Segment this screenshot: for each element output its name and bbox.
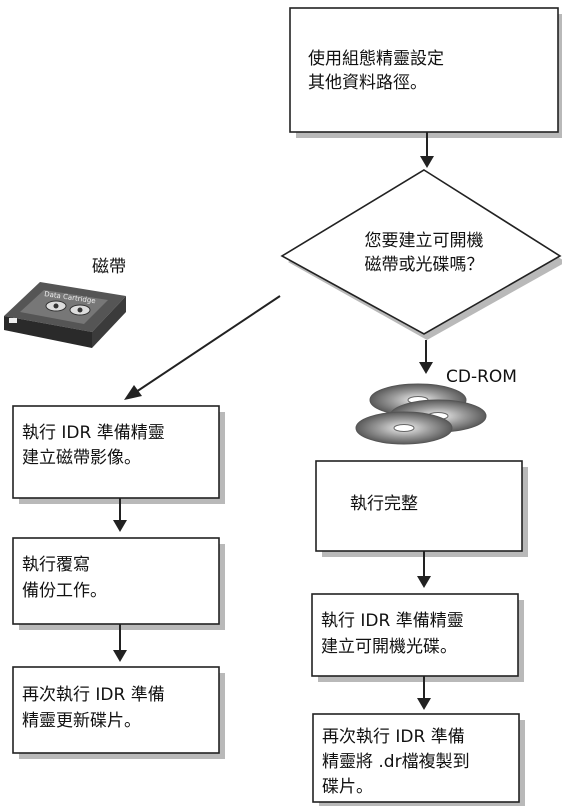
tape-step-2-line-2: 備份工作。 xyxy=(22,581,107,601)
tape-label: 磁帶 xyxy=(92,257,126,277)
cd-step-3-box: 再次執行 IDR 準備 精靈將 .dr檔複製到 碟片。 xyxy=(312,713,525,806)
tape-step-3-line-2: 精靈更新碟片。 xyxy=(22,711,141,731)
svg-text:其他資料路徑。: 其他資料路徑。 xyxy=(308,73,427,93)
svg-text:使用組態精靈設定: 使用組態精靈設定 xyxy=(308,48,444,69)
cd-step-2-line-2: 建立可開機光碟。 xyxy=(321,637,457,657)
configure-wizard-box: 使用組態精靈設定 其他資料路徑。 xyxy=(289,7,562,138)
configure-line-2: 其他資料路徑。 xyxy=(308,73,427,93)
cd-step-3-line-2: 精靈將 .dr檔複製到 xyxy=(322,752,470,772)
decision-line-1: 您要建立可開機 xyxy=(365,231,484,251)
svg-text:執行 IDR 準備精靈: 執行 IDR 準備精靈 xyxy=(22,423,165,443)
decision-diamond: 您要建立可開機 磁帶或光碟嗎？ xyxy=(280,169,562,340)
svg-text:碟片。: 碟片。 xyxy=(322,777,373,797)
cd-step-3-line-3: 碟片。 xyxy=(322,777,373,797)
svg-text:再次執行 IDR 準備: 再次執行 IDR 準備 xyxy=(22,685,165,705)
cd-step-1-line-1: 執行完整 xyxy=(350,494,418,514)
arrow-configure-to-decision xyxy=(420,132,434,168)
tape-step-3-box: 再次執行 IDR 準備 精靈更新碟片。 xyxy=(12,666,225,759)
arrow-tape-2-to-3 xyxy=(113,624,127,662)
cd-step-2-line-1: 執行 IDR 準備精靈 xyxy=(321,611,464,631)
svg-text:備份工作。: 備份工作。 xyxy=(22,581,107,601)
svg-text:精靈更新碟片。: 精靈更新碟片。 xyxy=(22,711,141,731)
cd-step-2-box: 執行 IDR 準備精靈 建立可開機光碟。 xyxy=(311,593,524,682)
cdrom-label: CD-ROM xyxy=(446,367,517,387)
svg-text:磁帶或光碟嗎？: 磁帶或光碟嗎？ xyxy=(365,255,484,275)
svg-text:精靈將 .dr檔複製到: 精靈將 .dr檔複製到 xyxy=(322,752,470,772)
svg-text:執行完整: 執行完整 xyxy=(350,494,418,514)
tape-step-1-line-2: 建立磁帶影像。 xyxy=(22,448,141,468)
tape-step-1-line-1: 執行 IDR 準備精靈 xyxy=(22,423,165,443)
arrow-decision-to-cd xyxy=(419,340,433,374)
svg-text:建立可開機光碟。: 建立可開機光碟。 xyxy=(321,637,457,657)
arrow-decision-to-tape xyxy=(124,295,281,400)
tape-cartridge-icon: Data Cartridge xyxy=(4,282,126,348)
decision-line-2: 磁帶或光碟嗎？ xyxy=(365,255,484,275)
svg-text:您要建立可開機: 您要建立可開機 xyxy=(365,231,484,251)
cd-step-3-line-1: 再次執行 IDR 準備 xyxy=(322,727,465,747)
tape-step-1-box: 執行 IDR 準備精靈 建立磁帶影像。 xyxy=(12,405,225,504)
arrow-tape-1-to-2 xyxy=(113,498,127,532)
cd-discs-icon xyxy=(355,383,487,445)
configure-line-1: 使用組態精靈設定 xyxy=(308,48,444,69)
tape-step-3-line-1: 再次執行 IDR 準備 xyxy=(22,685,165,705)
svg-text:建立磁帶影像。: 建立磁帶影像。 xyxy=(22,448,141,468)
arrow-cd-2-to-3 xyxy=(417,676,431,710)
tape-step-2-line-1: 執行覆寫 xyxy=(22,555,90,575)
tape-step-2-box: 執行覆寫 備份工作。 xyxy=(12,537,225,630)
svg-text:再次執行 IDR 準備: 再次執行 IDR 準備 xyxy=(322,727,465,747)
arrow-cd-1-to-2 xyxy=(417,551,431,588)
svg-text:執行覆寫: 執行覆寫 xyxy=(22,555,90,575)
svg-text:執行 IDR 準備精靈: 執行 IDR 準備精靈 xyxy=(321,611,464,631)
cd-step-1-box: 執行完整 xyxy=(315,460,528,557)
